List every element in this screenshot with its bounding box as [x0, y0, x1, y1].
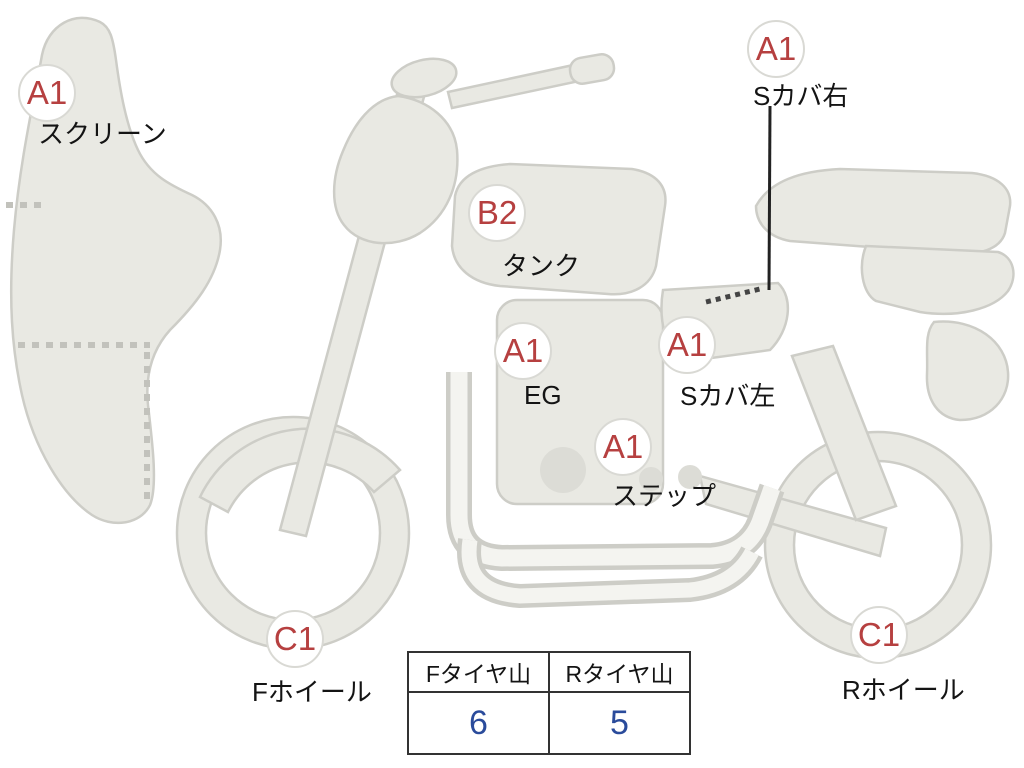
grade-badge-screen: A1	[18, 64, 76, 122]
rear-shock-shape	[790, 344, 898, 522]
swingarm-shape	[698, 474, 888, 558]
grade-code: B2	[476, 194, 518, 231]
grip-shape	[568, 53, 616, 85]
footpeg-circle-right	[678, 465, 702, 489]
front-fender-shape	[198, 427, 402, 514]
mirror-shape	[390, 57, 458, 99]
grade-badge-step: A1	[594, 418, 652, 476]
tire-table-header-rear: Rタイヤ山	[548, 651, 691, 693]
grade-code: A1	[602, 428, 644, 465]
tire-table-header-front: Fタイヤ山	[407, 651, 550, 693]
handlebar-shape	[446, 62, 586, 110]
part-label-screen: スクリーン	[38, 119, 167, 149]
part-label-rear-wheel: Rホイール	[842, 675, 965, 705]
part-label-front-wheel: Fホイール	[252, 677, 372, 707]
part-label-engine: EG	[524, 380, 562, 410]
callout-line-scover-right	[767, 105, 772, 291]
seat-shape	[754, 167, 1012, 255]
part-label-scover-right: Sカバ右	[753, 81, 849, 111]
cowl-seam-dashes	[6, 202, 150, 502]
engine-case-circle	[540, 447, 586, 493]
grade-badge-engine: A1	[494, 322, 552, 380]
grade-badge-scover-right: A1	[747, 20, 805, 78]
rear-panel-shape	[925, 320, 1010, 422]
grade-badge-tank: B2	[468, 184, 526, 242]
grade-code: A1	[502, 332, 544, 369]
grade-badge-scover-left: A1	[658, 316, 716, 374]
tire-tread-rear-value: 5	[548, 691, 691, 755]
part-label-step: ステップ	[612, 481, 717, 511]
part-label-scover-left: Sカバ左	[680, 381, 776, 411]
rear-cowl-shape	[860, 244, 1015, 316]
grade-badge-rear-wheel: C1	[850, 606, 908, 664]
grade-badge-front-wheel: C1	[266, 610, 324, 668]
footpeg-circle-left	[639, 467, 663, 491]
headlight-shape	[332, 94, 459, 245]
grade-code: A1	[666, 326, 708, 363]
part-label-tank: タンク	[502, 251, 581, 281]
grade-code: C1	[857, 616, 901, 653]
tire-tread-table: Fタイヤ山 Rタイヤ山 6 5	[407, 651, 691, 755]
grade-code: C1	[273, 620, 317, 657]
grade-code: A1	[26, 74, 68, 111]
grade-code: A1	[755, 30, 797, 67]
front-cowl-shape	[9, 16, 223, 525]
tire-tread-front-value: 6	[407, 691, 550, 755]
